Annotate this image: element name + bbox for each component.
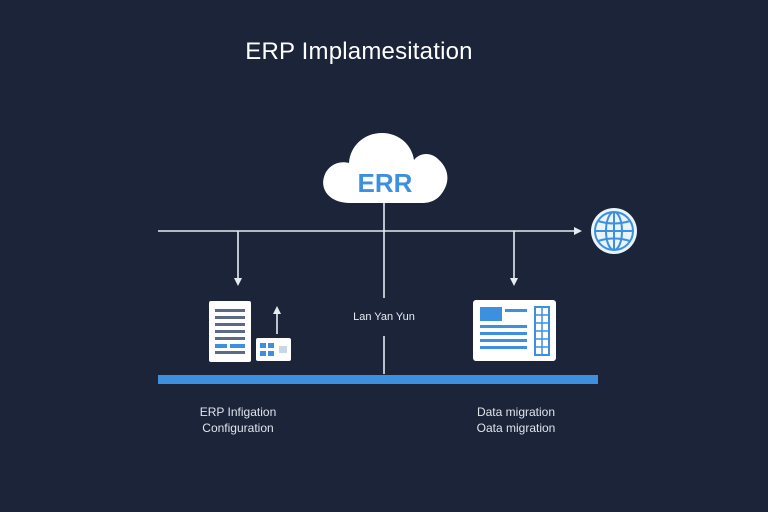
center-label: Lan Yan Yun	[353, 311, 415, 323]
globe-icon	[591, 208, 637, 254]
left-caption-line1: ERP Infigation	[199, 405, 277, 419]
left-caption-line2: Configuration	[202, 421, 274, 435]
right-caption-line2: Oata migration	[476, 421, 556, 435]
cloud-label: ERR	[358, 168, 413, 198]
left-caption: ERP Infigation Configuration	[178, 404, 298, 436]
cloud-icon: ERR	[323, 133, 448, 203]
timeline-bar	[158, 375, 598, 384]
right-caption-line1: Data migration	[476, 405, 556, 419]
document-icon	[209, 301, 251, 362]
monitor-dashboard-icon	[473, 300, 556, 361]
server-rack-icon	[256, 338, 291, 361]
page-title: ERP Implamesitation	[245, 38, 473, 65]
right-caption: Data migration Oata migration	[454, 404, 578, 436]
